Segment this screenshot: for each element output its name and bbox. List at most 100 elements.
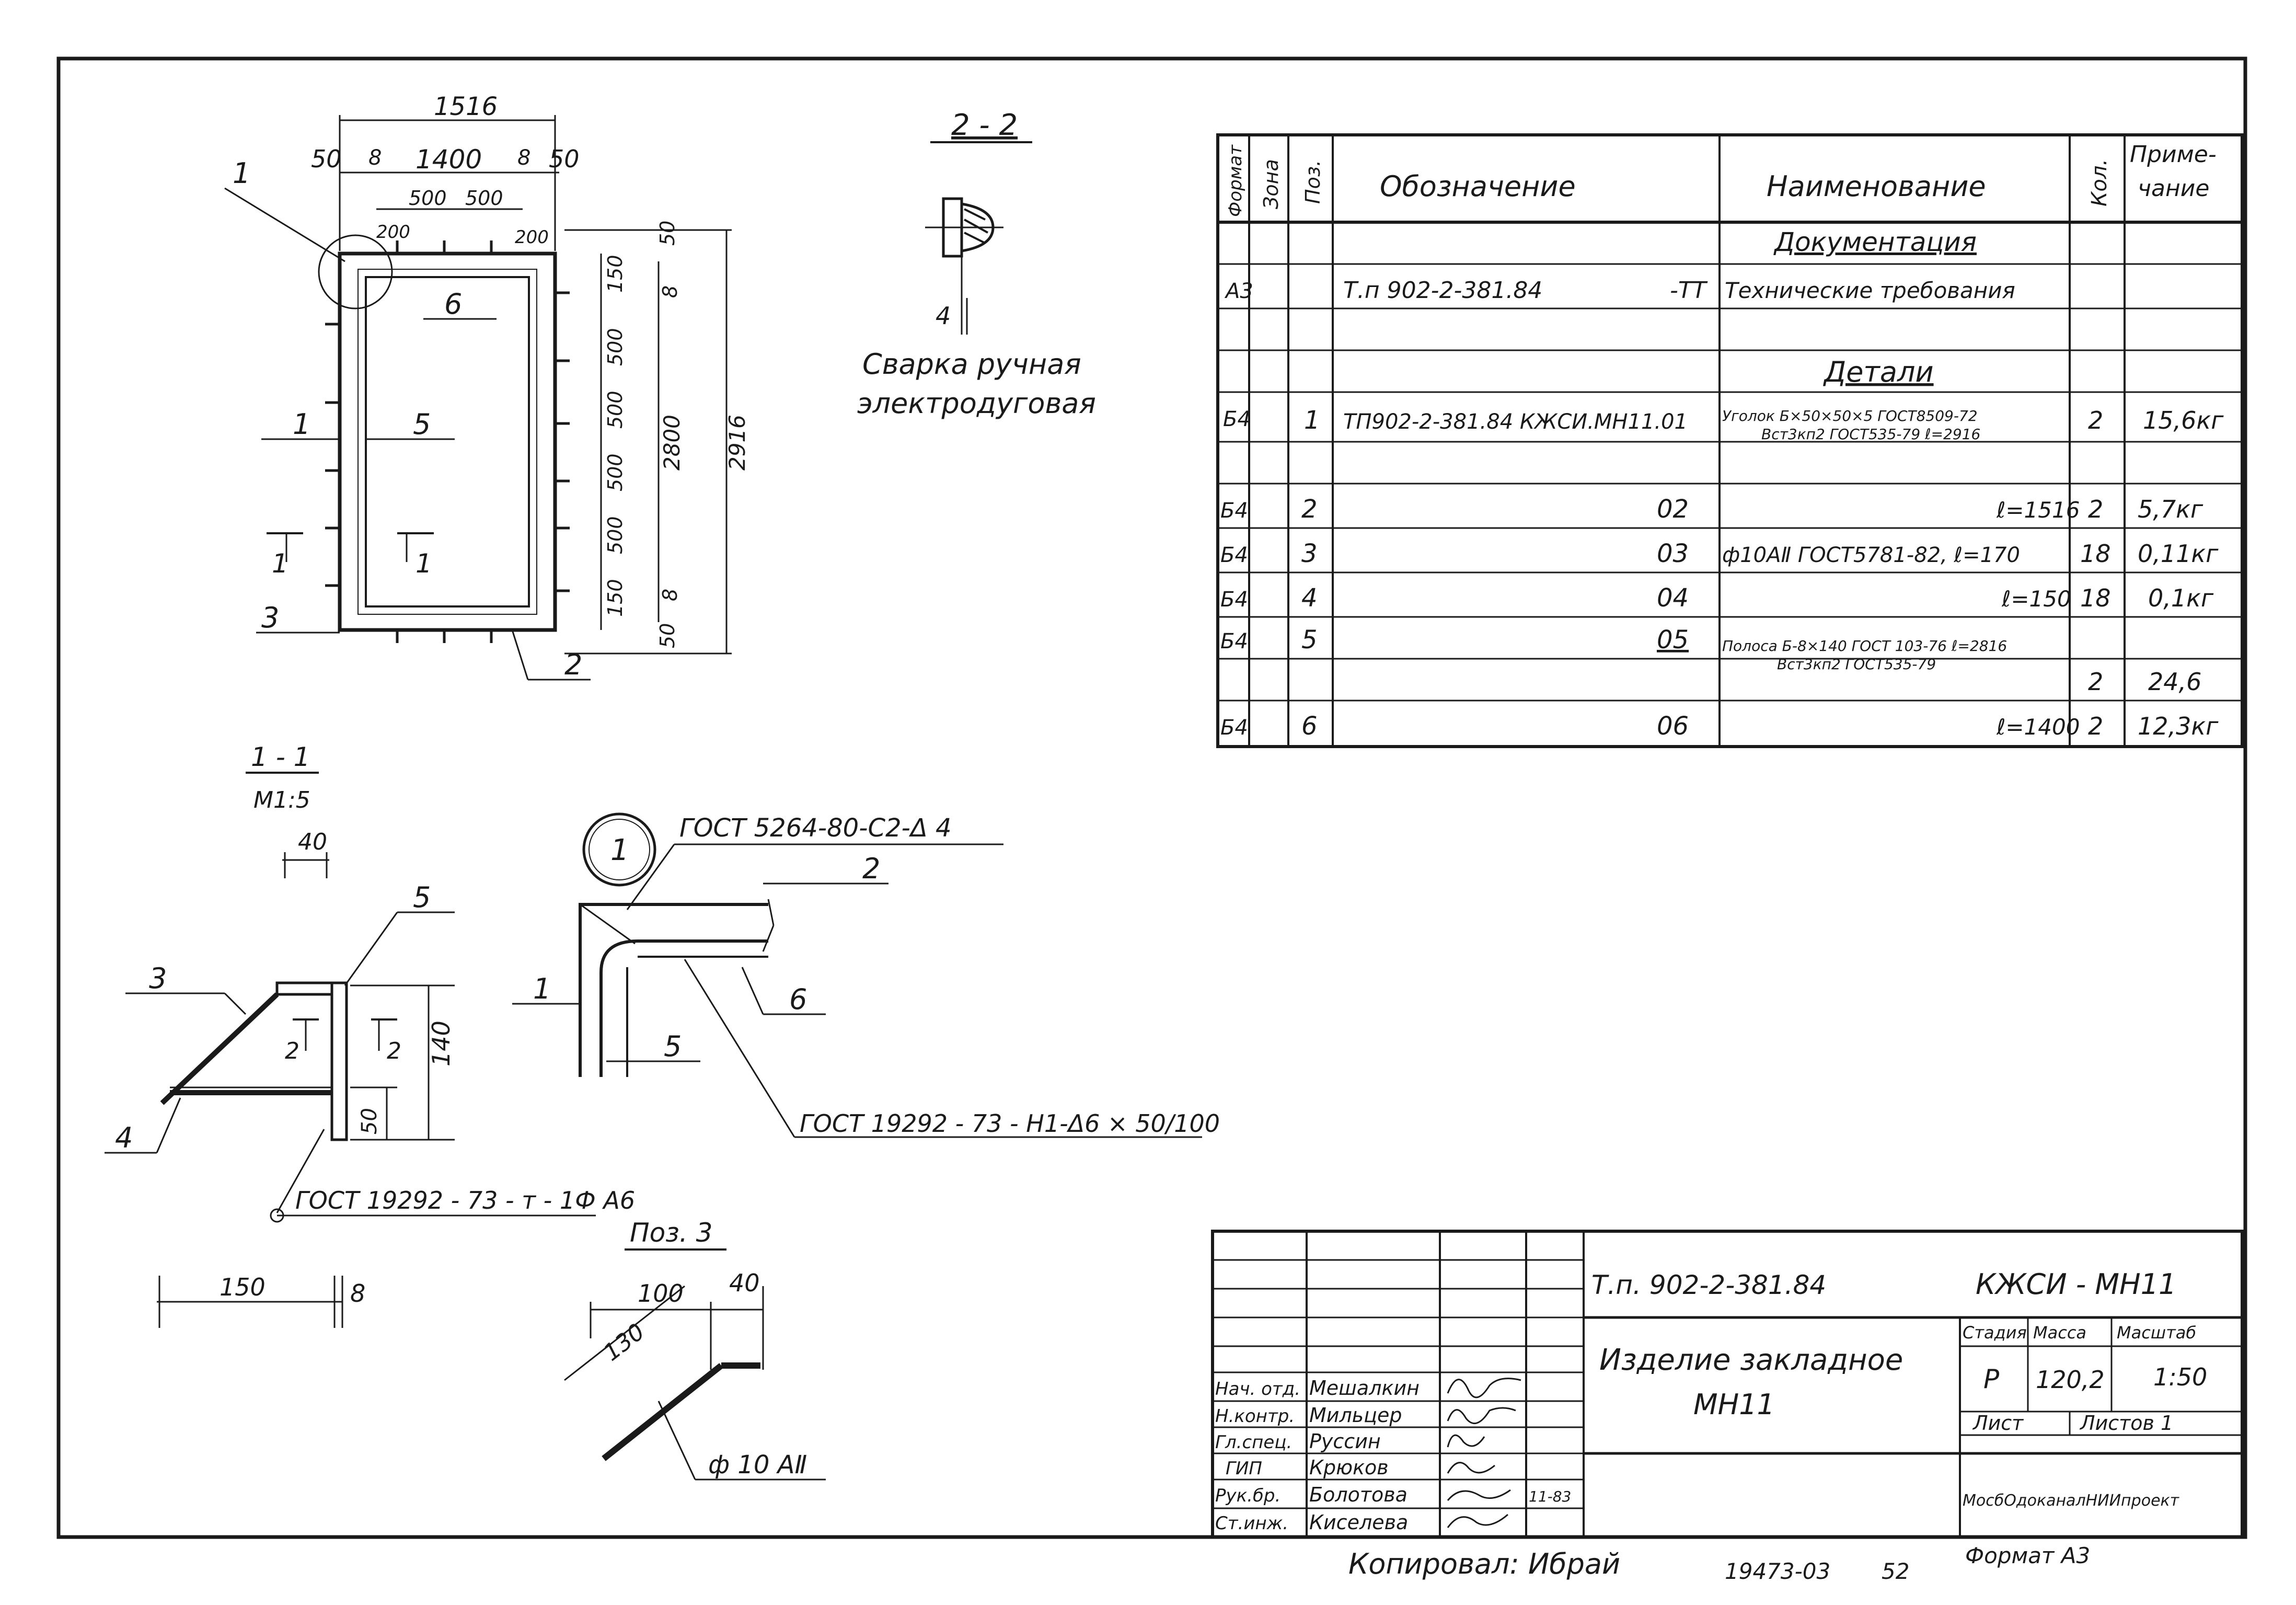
signer-role-5: Ст.инж.: [1215, 1513, 1288, 1534]
spec-row-4-qty: 2: [2088, 406, 2103, 434]
spec-row-4-designation: ТП902-2-381.84 КЖСИ.МН11.01: [1343, 410, 1688, 434]
spec-row-9-name: Полоса Б-8×140 ГОСТ 103-76 ℓ=2816: [1722, 637, 2007, 655]
dim-8-bar: 8: [350, 1279, 365, 1308]
dim-gap-left: 8: [368, 146, 382, 170]
spec-row-6-pos: 2: [1301, 495, 1318, 524]
section-1-1-scale: М1:5: [253, 787, 310, 813]
callout-5-detail: 5: [664, 1030, 682, 1063]
spec-row-4-name: Уголок Б×50×50×5 ГОСТ8509-72: [1722, 407, 1978, 425]
callout-6: 6: [444, 288, 462, 320]
dim-50-section: 50: [357, 1108, 382, 1134]
signer-role-4: Рук.бр.: [1215, 1485, 1280, 1506]
bar-150-detail: 150 8: [157, 1273, 365, 1328]
section-1-1-title: 1 - 1: [251, 742, 310, 772]
dim-inset-right: 200: [515, 227, 549, 248]
mass-label: Масса: [2033, 1323, 2086, 1343]
signer-role-3: ГИП: [1226, 1458, 1262, 1479]
dim-v-bottom: 50: [656, 623, 679, 648]
header-note-line2: чание: [2138, 175, 2209, 202]
header-name: Наименование: [1767, 170, 1986, 203]
spec-row-8-designation: 04: [1657, 583, 1689, 613]
spec-row-8-note: 0,1кг: [2148, 584, 2214, 612]
dim-v-500b: 500: [604, 391, 627, 429]
gost-19292-t-note: ГОСТ 19292 - 73 - т - 1Ф А6: [295, 1186, 635, 1214]
section-1-1: 1 - 1 М1:5 40 3 5 4 2 2 140: [105, 742, 635, 1223]
spec-row-6-note: 5,7кг: [2138, 495, 2203, 523]
spec-row-4-name2: Вст3кп2 ГОСТ535-79 ℓ=2916: [1761, 426, 1980, 443]
dim-step-1: 500: [409, 187, 447, 210]
header-format: Формат: [1225, 144, 1246, 217]
signer-role-0: Нач. отд.: [1215, 1379, 1300, 1400]
spec-row-9-designation: 05: [1657, 625, 1689, 655]
spec-row-9-pos: 5: [1301, 625, 1318, 655]
format-note: Формат А3: [1965, 1543, 2090, 1568]
stage-label: Стадия: [1963, 1323, 2027, 1343]
spec-row-7-note: 0,11кг: [2138, 540, 2219, 568]
spec-row-10-format: Б4: [1220, 716, 1248, 740]
dim-v-500c: 500: [604, 453, 627, 491]
detail-1-label: 1: [610, 833, 629, 867]
spec-row-10-pos: 6: [1301, 712, 1318, 741]
signer-name-0: Мешалкин: [1309, 1377, 1420, 1400]
title-name-line2: МН11: [1693, 1388, 1775, 1421]
sheet-code: 52: [1882, 1558, 1909, 1584]
spec-row-4-pos: 1: [1304, 406, 1320, 435]
signer-name-2: Руссин: [1309, 1430, 1381, 1453]
specification-table: Формат Зона Поз. Обозначение Наименовани…: [1216, 133, 2244, 748]
dim-v-8b: 8: [659, 589, 682, 601]
title-name-line1: Изделие закладное: [1599, 1343, 1903, 1377]
gost-5264-note: ГОСТ 5264-80-С2-Δ 4: [679, 813, 952, 843]
dim-40-pos3: 40: [729, 1269, 760, 1297]
scale-label: Масштаб: [2117, 1323, 2196, 1343]
callout-2: 2: [564, 648, 582, 681]
signer-name-4: Болотова: [1309, 1483, 1407, 1506]
spec-row-9-format: Б4: [1220, 629, 1248, 654]
dim-v-8a: 8: [659, 285, 682, 298]
dim-40-section: 40: [298, 829, 327, 855]
spec-row-1-name: Технические требования: [1725, 278, 2015, 303]
plan-view: 1516 50 8 1400 8 50 500 500 200 200: [224, 92, 750, 681]
spec-row-10-qty: 2: [2088, 712, 2103, 740]
spec-row-1-suffix: -ТТ: [1670, 277, 1708, 304]
title-code: КЖСИ - МН11: [1976, 1268, 2176, 1301]
sheets-label: Листов 1: [2079, 1412, 2173, 1435]
callout-1-left: 1: [293, 408, 310, 441]
callout-6-detail: 6: [789, 983, 807, 1016]
signer-date-4: 11-83: [1529, 1488, 1571, 1505]
archive-number: 19473-03: [1725, 1558, 1830, 1584]
callout-5-section: 5: [413, 881, 431, 914]
dim-edge-right: 50: [549, 145, 580, 173]
header-designation: Обозначение: [1380, 170, 1576, 203]
detail-1: 1 ГОСТ 5264-80-С2-Δ 4 2 1 6 5 ГОСТ 19292…: [512, 812, 1220, 1138]
header-note-line1: Приме-: [2130, 141, 2217, 168]
callout-3-section: 3: [149, 962, 167, 995]
dim-v-500a: 500: [604, 328, 627, 366]
spec-row-4-format: Б4: [1223, 407, 1251, 431]
dim-150: 150: [220, 1273, 266, 1301]
dim-140: 140: [427, 1021, 455, 1067]
signer-name-5: Киселева: [1309, 1511, 1408, 1534]
spec-row-9-qty: 2: [2088, 668, 2103, 696]
section-2-2-title: 2 - 2: [951, 108, 1018, 142]
title-block: Т.п. 902-2-381.84 КЖСИ - МН11 Изделие за…: [1211, 1230, 2244, 1539]
sheet-frame: [56, 56, 2247, 1539]
dim-100-pos3: 100: [638, 1279, 684, 1308]
dim-v-150a: 150: [604, 255, 627, 293]
spec-row-6-format: Б4: [1220, 499, 1248, 523]
dim-v-top: 50: [656, 221, 679, 246]
spec-row-10-designation: 06: [1657, 712, 1689, 741]
section-mark-1-right: 1: [416, 548, 432, 579]
gost-19292-h1-note: ГОСТ 19292 - 73 - Н1-Δ6 × 50/100: [800, 1109, 1220, 1138]
dim-overall-width: 1516: [434, 92, 498, 121]
mass-value: 120,2: [2036, 1366, 2105, 1394]
title-project: Т.п. 902-2-381.84: [1591, 1270, 1826, 1300]
dim-v-2916: 2916: [724, 415, 750, 471]
spec-row-8-qty: 18: [2080, 584, 2111, 612]
organization: МосбОдоканалНИИпроект: [1963, 1492, 2180, 1510]
spec-row-1-format: А3: [1224, 279, 1253, 303]
dim-v-500d: 500: [604, 516, 627, 554]
spec-row-6-designation: 02: [1657, 495, 1689, 524]
dim-edge-left: 50: [311, 145, 342, 173]
signatures: [1447, 1378, 1521, 1528]
